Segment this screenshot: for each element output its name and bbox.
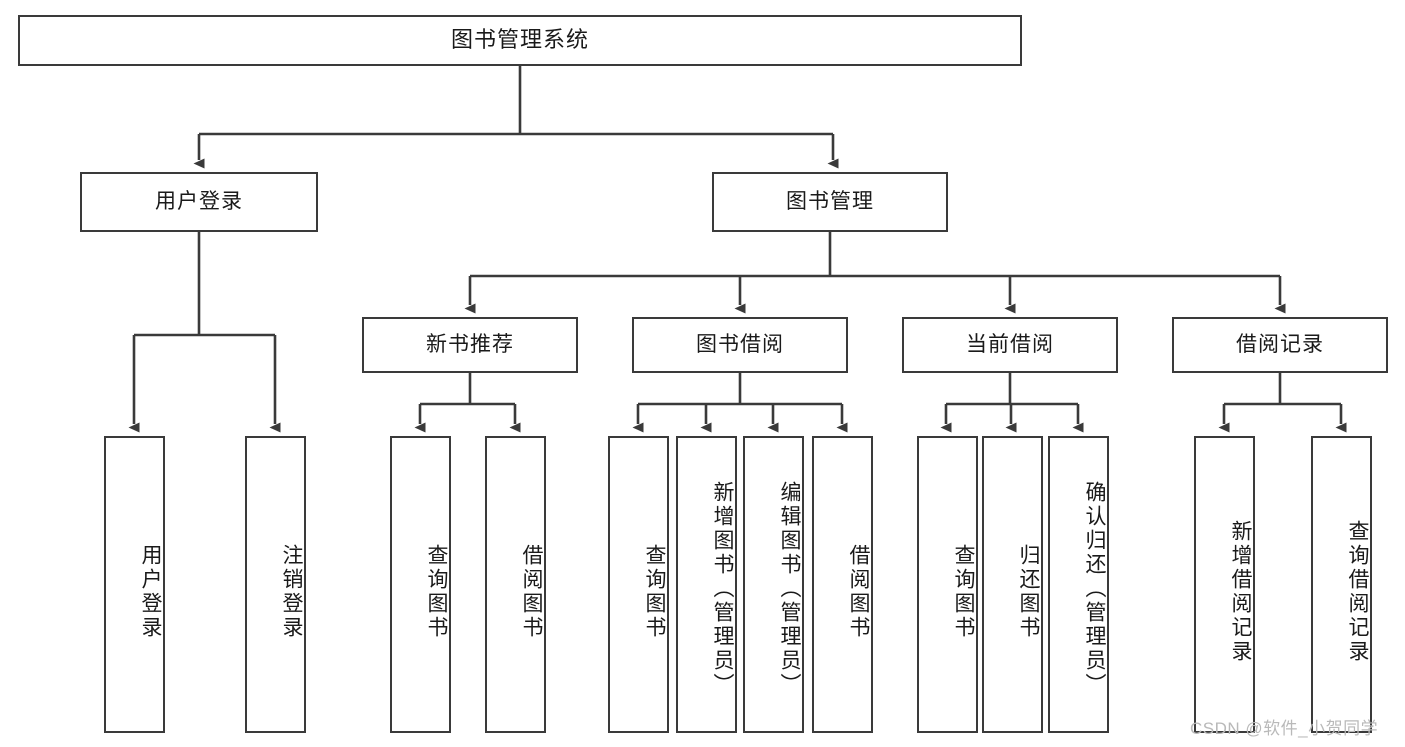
node-borrow-record[interactable]: 借阅记录 (1172, 317, 1388, 373)
leaf-current-borrow-confirm-return-admin[interactable]: 确认归还（管理员） (1048, 436, 1109, 733)
leaf-new-book-borrow-book[interactable]: 借阅图书 (485, 436, 546, 733)
leaf-borrow-record-query-record[interactable]: 查询借阅记录 (1311, 436, 1372, 733)
leaf-current-borrow-query-book[interactable]: 查询图书 (917, 436, 978, 733)
node-root-book-management-system[interactable]: 图书管理系统 (18, 15, 1022, 66)
node-book-management[interactable]: 图书管理 (712, 172, 948, 232)
node-user-login[interactable]: 用户登录 (80, 172, 318, 232)
leaf-user-login-signout[interactable]: 注销登录 (245, 436, 306, 733)
leaf-new-book-query-book[interactable]: 查询图书 (390, 436, 451, 733)
leaf-user-login-signin[interactable]: 用户登录 (104, 436, 165, 733)
csdn-watermark: CSDN @软件_小贺同学 (1190, 719, 1379, 738)
node-book-borrow[interactable]: 图书借阅 (632, 317, 848, 373)
node-new-book-recommend[interactable]: 新书推荐 (362, 317, 578, 373)
leaf-book-borrow-query-book[interactable]: 查询图书 (608, 436, 669, 733)
leaf-current-borrow-return-book[interactable]: 归还图书 (982, 436, 1043, 733)
leaf-book-borrow-add-book-admin[interactable]: 新增图书（管理员） (676, 436, 737, 733)
node-current-borrow[interactable]: 当前借阅 (902, 317, 1118, 373)
leaf-borrow-record-add-record[interactable]: 新增借阅记录 (1194, 436, 1255, 733)
leaf-book-borrow-edit-book-admin[interactable]: 编辑图书（管理员） (743, 436, 804, 733)
leaf-book-borrow-borrow-book[interactable]: 借阅图书 (812, 436, 873, 733)
